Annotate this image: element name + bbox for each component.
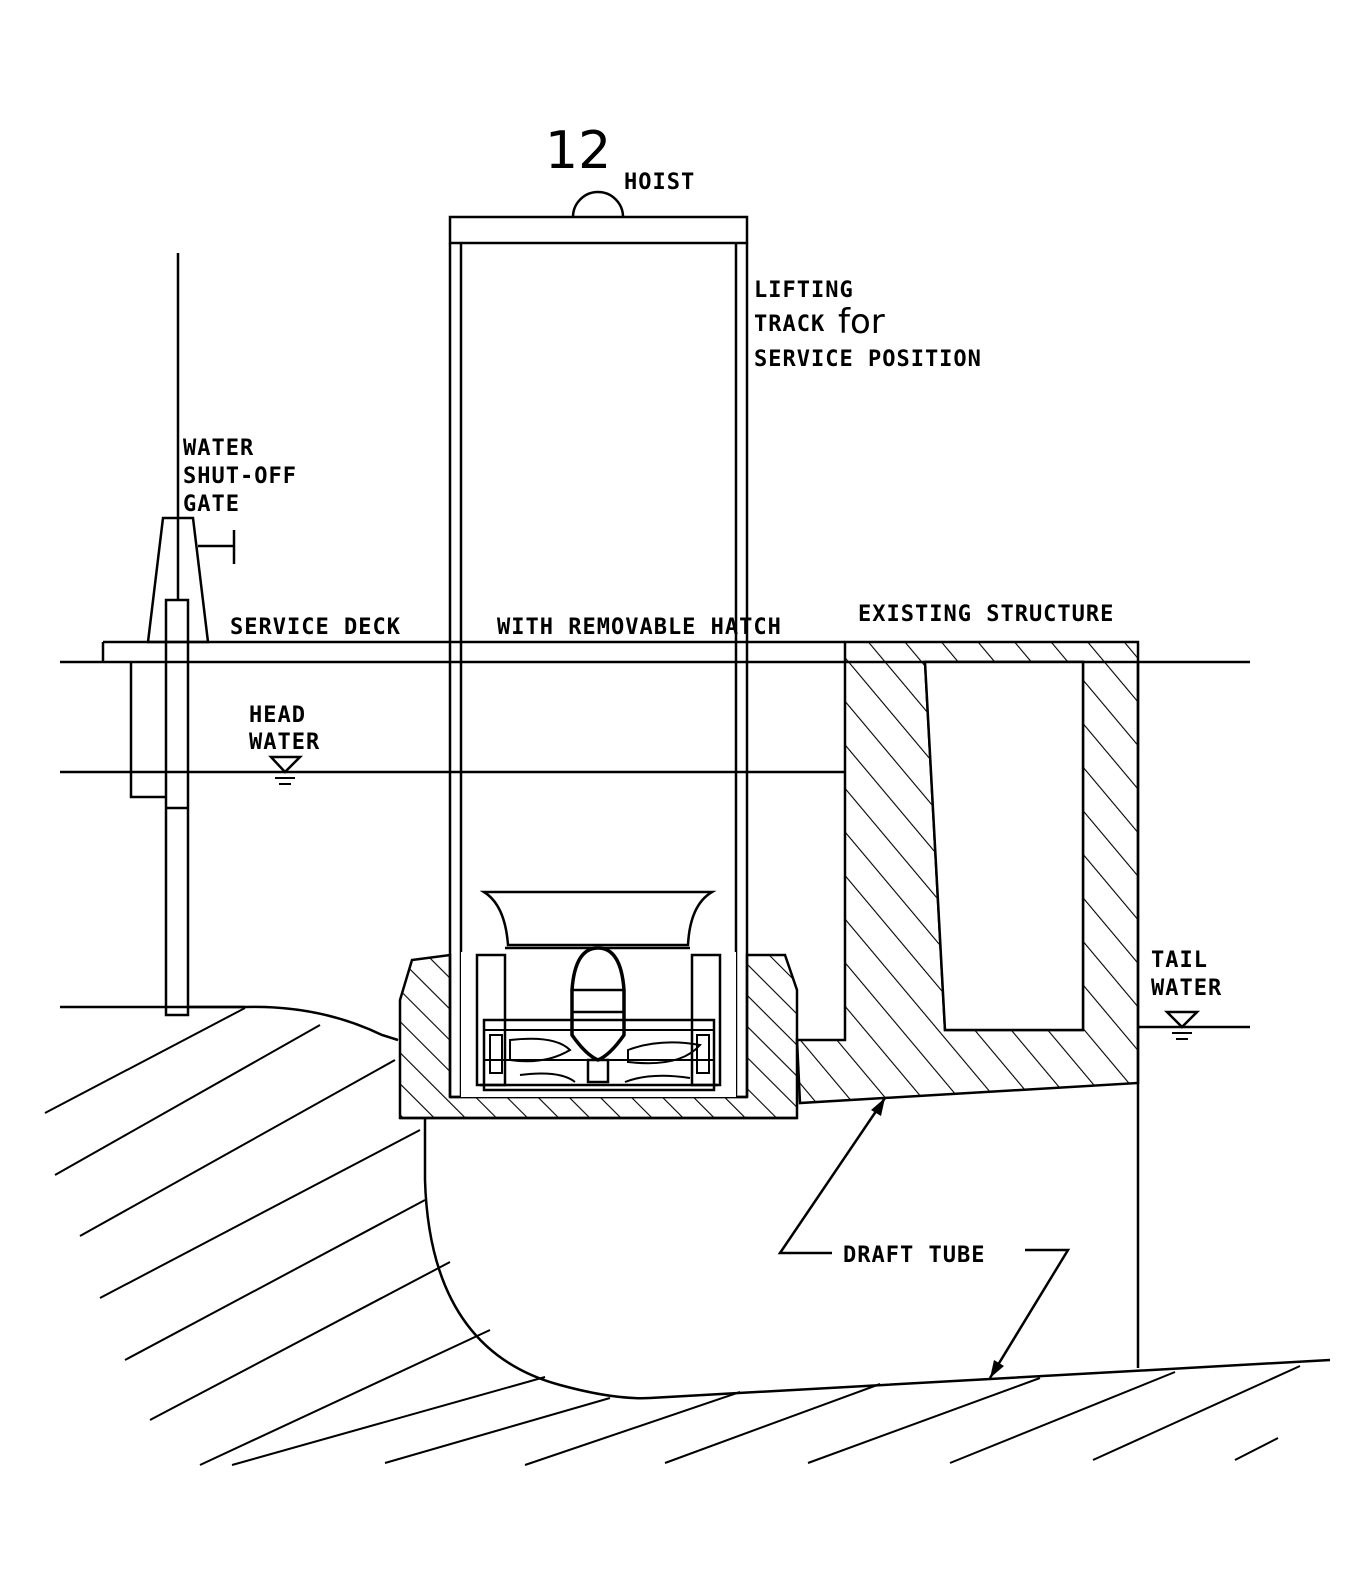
- service-deck: [101, 640, 845, 662]
- lifting-track-label-1: LIFTING: [754, 278, 854, 303]
- gate-label-1: WATER: [183, 436, 254, 461]
- ground-hatch-left: [44, 1007, 546, 1466]
- turbine-runner: [461, 890, 736, 1097]
- hoist-label: HOIST: [624, 170, 695, 195]
- ground-hatch-bottom: [384, 1365, 1301, 1466]
- head-water-label-2: WATER: [249, 730, 320, 755]
- draft-tube-label: DRAFT TUBE: [843, 1243, 985, 1268]
- tail-water-label-2: WATER: [1151, 976, 1222, 1001]
- tail-water-symbol: [1163, 1010, 1201, 1040]
- gate-label-3: GATE: [183, 492, 240, 517]
- water-shut-off-gate: [129, 253, 236, 1017]
- removable-hatch-label: WITH REMOVABLE HATCH: [497, 615, 782, 640]
- tail-water-label-1: TAIL: [1151, 948, 1208, 973]
- existing-structure: [795, 640, 1140, 1105]
- figure-number: 12: [545, 121, 611, 181]
- ground-left: [188, 1005, 399, 1042]
- head-water-label-1: HEAD: [249, 703, 306, 728]
- turbine-casing: [398, 953, 799, 1120]
- existing-structure-label: EXISTING STRUCTURE: [858, 602, 1114, 627]
- lifting-track-label-2a: TRACK: [754, 312, 825, 337]
- head-water-symbol: [268, 755, 304, 785]
- draft-tube-leaders: [777, 1097, 1071, 1379]
- lifting-track-label-2b: for: [838, 302, 885, 342]
- hoist-icon: [571, 190, 625, 218]
- lifting-track-label-3: SERVICE POSITION: [754, 347, 982, 372]
- service-deck-label: SERVICE DECK: [230, 615, 401, 640]
- gate-label-2: SHUT-OFF: [183, 464, 297, 489]
